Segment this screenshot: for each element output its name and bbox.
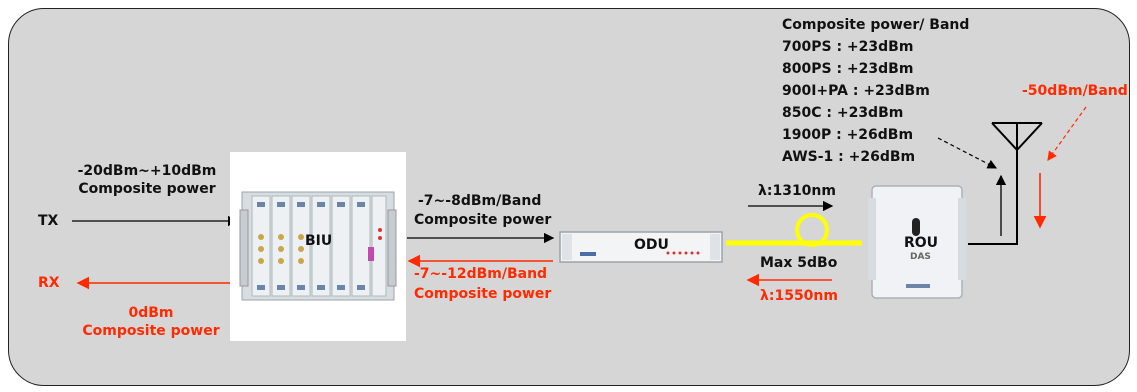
antenna-uplink-level: -50dBm/Band [1022,83,1128,99]
odu-label: ODU [634,237,669,253]
band-item: 800PS : +23dBm [782,61,914,77]
input-power-range: -20dBm~+10dBm [77,163,217,179]
tx-label: TX [38,213,59,229]
input-power-label: Composite power [78,181,216,197]
band-item: 1900P : +26dBm [782,127,914,143]
rou-brand-label: DAS [910,252,931,262]
band-item: 700PS : +23dBm [782,39,914,55]
fiber-loss-label: Max 5dBo [760,255,838,271]
band-list-title: Composite power/ Band [782,17,970,33]
biu-device [230,152,406,341]
uplink-level-pointer [1047,106,1087,161]
antenna-icon [991,122,1043,151]
band-item: 900I+PA : +23dBm [782,83,930,99]
biu-rack-icon [239,191,397,301]
downlink-composite-label: Composite power [414,212,552,228]
downlink-wavelength: λ:1310nm [758,183,836,199]
band-item: 850C : +23dBm [782,105,904,121]
uplink-band-power: -7~-12dBm/Band [414,266,548,282]
rx-label: RX [38,275,60,291]
output-power-label: Composite power [82,323,220,339]
fiber-loop [795,213,829,247]
odu-device [558,228,724,266]
uplink-wavelength: λ:1550nm [760,288,838,304]
band-list-pointer [937,137,998,169]
uplink-composite-label: Composite power [414,286,552,302]
band-power-list: Composite power/ Band 700PS : +23dBm 800… [782,14,969,168]
rou-label: ROU [904,235,939,251]
downlink-band-power: -7~-8dBm/Band [418,193,542,209]
biu-label: BIU [305,233,333,249]
antenna-cable [968,150,1018,245]
rou-unit-icon [868,185,966,299]
output-power-value: 0dBm [128,305,174,321]
band-item: AWS-1 : +26dBm [782,149,916,165]
rou-device [866,180,968,302]
odu-unit-icon [559,231,723,263]
